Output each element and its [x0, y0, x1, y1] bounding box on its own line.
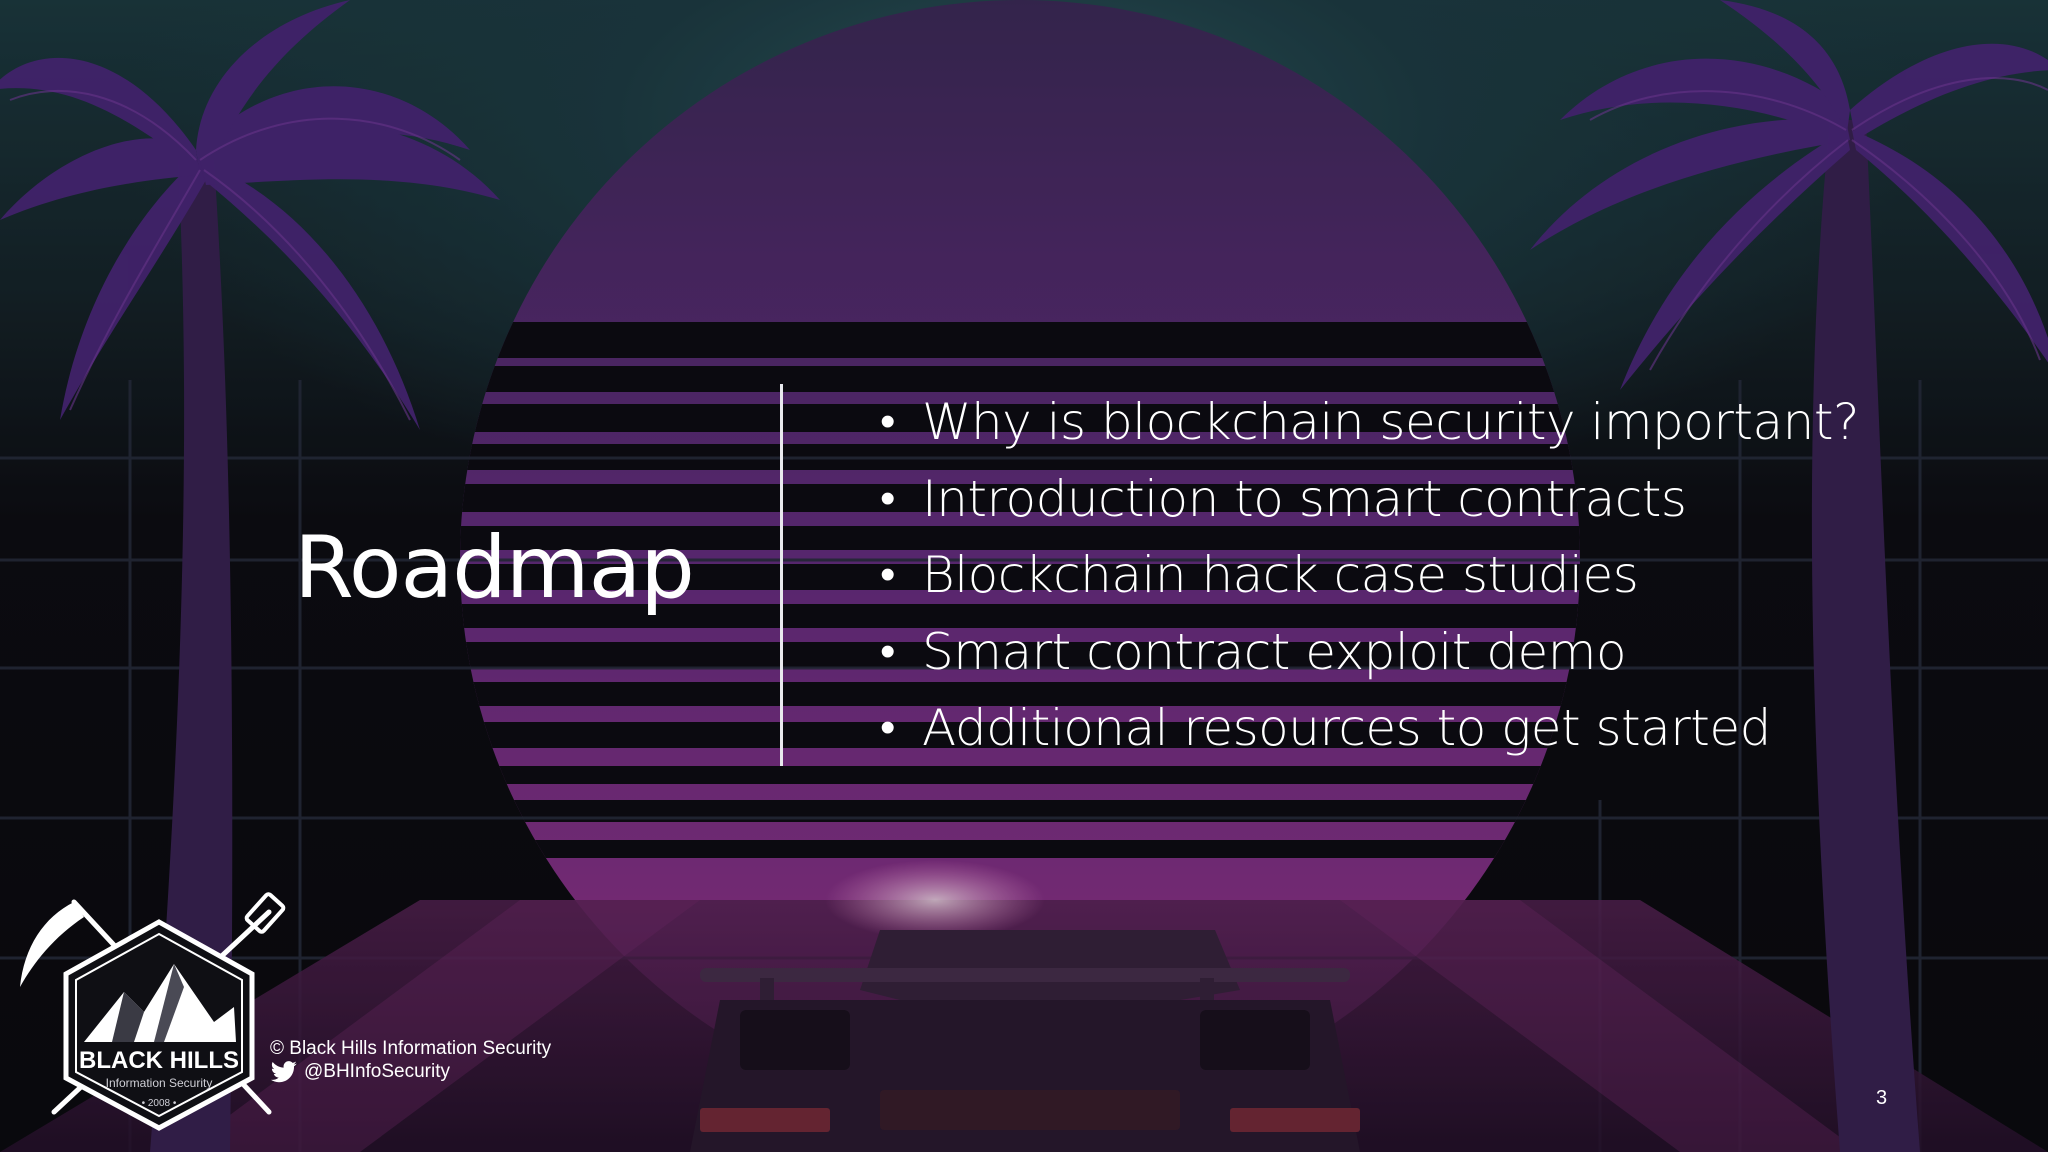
left-palm-tree [0, 0, 500, 1152]
twitter-bird-icon [270, 1060, 297, 1082]
page-number: 3 [1876, 1087, 1888, 1109]
logo-name: BLACK HILLS [79, 1047, 239, 1074]
list-item: •Smart contract exploit demo [880, 614, 1859, 691]
slide-title: Roadmap [294, 518, 695, 618]
bullet-icon: • [880, 549, 895, 600]
copyright-text: © Black Hills Information Security [270, 1038, 552, 1059]
logo-year: • 2008 • [142, 1098, 177, 1109]
list-item: •Blockchain hack case studies [880, 537, 1859, 614]
bullet-icon: • [880, 396, 895, 447]
logo-subtitle: Information Security [106, 1076, 213, 1090]
black-hills-logo: BLACK HILLS Information Security • 2008 … [20, 892, 286, 1131]
list-item: •Why is blockchain security important? [880, 384, 1860, 461]
car [690, 930, 1360, 1152]
bullet-icon: • [880, 472, 895, 524]
bullet-icon: • [880, 625, 895, 677]
list-item: •Introduction to smart contracts [880, 461, 1859, 538]
light-glow [825, 860, 1045, 940]
roadmap-list: •Why is blockchain security important? •… [880, 384, 1860, 767]
twitter-row: @BHInfoSecurity [270, 1060, 551, 1083]
vertical-divider [780, 384, 783, 766]
list-item: •Additional resources to get started [880, 690, 1859, 767]
twitter-handle: @BHInfoSecurity [304, 1061, 451, 1082]
footer: © Black Hills Information Security @BHIn… [270, 1037, 551, 1083]
right-palm-tree [1530, 0, 2048, 1152]
bullet-icon: • [880, 702, 895, 753]
